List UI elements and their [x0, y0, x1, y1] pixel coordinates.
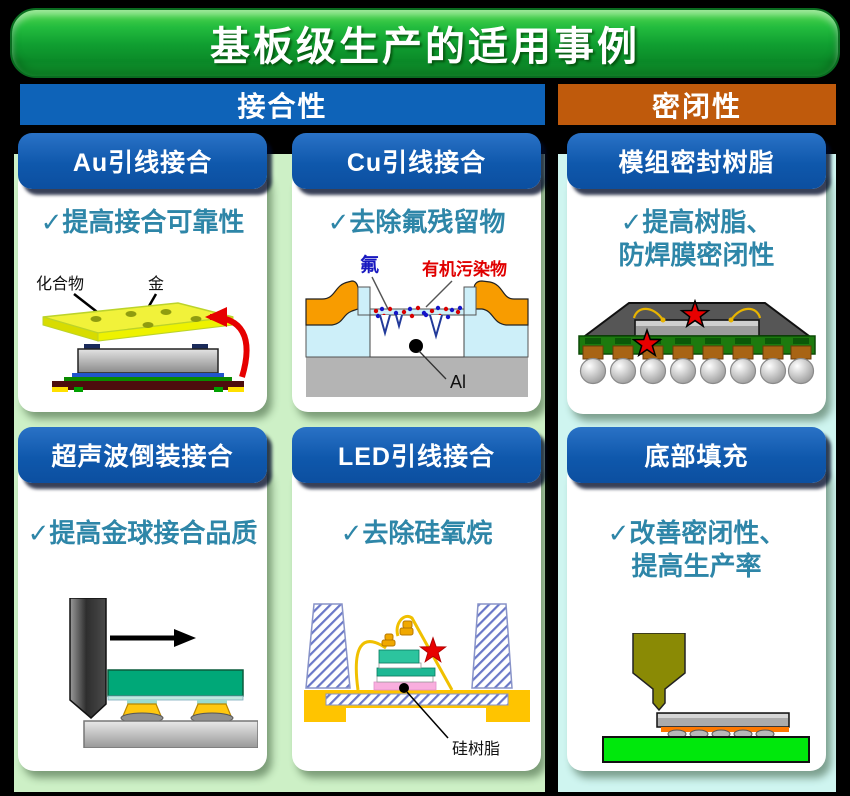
au-bonding-diagram: 化合物 金 [36, 275, 249, 393]
card-cu-wire-bonding: ✓去除氟残留物 [292, 133, 541, 412]
card-cu-body: ✓去除氟残留物 [292, 168, 541, 412]
diagram-label-organic: 有机污染物 [422, 259, 507, 279]
benefit-text: ✓去除氟残留物 [327, 207, 506, 237]
benefit-text: ✓去除硅氧烷 [340, 518, 493, 548]
package-base [325, 693, 508, 706]
card-title-led: LED引线接合 [292, 427, 541, 483]
red-star-icon [631, 327, 662, 357]
benefit-line-2: 防焊膜密闭性 [618, 240, 775, 271]
card-title-cu: Cu引线接合 [292, 133, 541, 189]
stud-bump [381, 633, 395, 647]
card-led-wire-bonding: ✓去除硅氧烷 [292, 427, 541, 771]
diagram-label-aluminum: Al [450, 372, 466, 392]
solder-balls [579, 357, 814, 384]
diagram-label-fluorine: 氟 [360, 253, 379, 276]
gold-bumps [120, 700, 233, 724]
card-title-ultrasonic: 超声波倒装接合 [18, 427, 267, 483]
corrosion-pits [378, 314, 443, 340]
dispenser-nozzle [631, 632, 686, 711]
red-arrow-icon [204, 307, 249, 379]
pad-wall-left [357, 286, 370, 316]
section-header-bonding-label: 接合性 [237, 90, 328, 122]
card-module-sealing-resin: ✓提高树脂、 防焊膜密闭性 [567, 133, 826, 414]
card-title-au: Au引线接合 [18, 133, 267, 189]
cu-bonding-diagram: 氟 有机污染物 Al [304, 253, 529, 398]
diagram-label-silicone: 硅树脂 [452, 740, 500, 758]
card-led-body: ✓去除硅氧烷 [292, 462, 541, 771]
bga-module-diagram [577, 298, 816, 384]
card-module-body: ✓提高树脂、 防焊膜密闭性 [567, 168, 826, 414]
pad-wall-right [463, 286, 476, 316]
chip [106, 669, 244, 698]
gold-plate [42, 302, 233, 342]
pcb-board [601, 735, 810, 763]
card-ultrasonic-flip-chip: ✓提高金球接合品质 超声波倒装接合 [18, 427, 267, 771]
reflector-wall-right [470, 603, 513, 690]
benefit-text: ✓提高金球接合品质 [27, 518, 258, 548]
silicon-substrate [305, 357, 528, 398]
chip-on-substrate [51, 344, 244, 393]
reflector-wall-left [304, 603, 351, 690]
pointer-line [370, 276, 389, 310]
diagram-label-gold: 金 [148, 275, 164, 293]
section-header-sealing: 密闭性 [558, 84, 836, 125]
stud-bump [399, 620, 413, 636]
card-title-module: 模组密封树脂 [567, 133, 826, 189]
bonding-tool [68, 598, 107, 720]
card-title-underfill: 底部填充 [567, 427, 826, 483]
bond-wire-right [395, 615, 453, 691]
flip-chip-diagram [68, 598, 258, 749]
benefit-text: ✓提高接合可靠性 [40, 207, 245, 237]
card-ultrasonic-body: ✓提高金球接合品质 [18, 462, 267, 771]
card-au-wire-bonding: ✓提高接合可靠性 化合物 金 [18, 133, 267, 412]
underfill-diagram [601, 632, 810, 763]
ultrasonic-arrow-icon [109, 629, 196, 648]
card-underfill-body: ✓改善密闭性、 提高生产率 [567, 462, 826, 771]
metal-layer-left [304, 280, 359, 326]
pointer-line [418, 350, 446, 380]
metal-layer-right [472, 280, 529, 326]
section-header-bonding: 接合性 [20, 84, 545, 125]
card-underfill: ✓改善密闭性、 提高生产率 底部填充 [567, 427, 826, 771]
diagram-label-compound: 化合物 [36, 275, 84, 293]
card-au-body: ✓提高接合可靠性 化合物 金 [18, 168, 267, 412]
red-star-icon [418, 636, 447, 664]
benefit-line-1: ✓提高树脂、 [620, 207, 773, 237]
led-package-diagram: 硅树脂 [303, 603, 530, 758]
bond-wire-left [354, 640, 387, 691]
page-title: 基板级生产的适用事例 [210, 25, 640, 69]
stage-substrate [82, 720, 258, 749]
pointer-line [425, 280, 452, 308]
benefit-text: ✓改善密闭性、 提高生产率 [608, 517, 786, 584]
section-header-sealing-label: 密闭性 [651, 90, 742, 122]
pointer-line [405, 691, 449, 739]
void-dot [408, 339, 423, 354]
benefit-text: ✓提高树脂、 防焊膜密闭性 [618, 206, 774, 273]
flip-chip [655, 711, 790, 739]
pcb-substrate [577, 334, 816, 360]
benefit-line-1: ✓改善密闭性、 [607, 518, 786, 548]
page-title-banner: 基板级生产的适用事例 [10, 8, 840, 78]
benefit-line-2: 提高生产率 [631, 551, 762, 582]
silicone-dot [398, 683, 409, 694]
red-star-icon [679, 298, 710, 328]
bond-wires [632, 307, 761, 323]
chip-pad-layer [107, 695, 243, 701]
